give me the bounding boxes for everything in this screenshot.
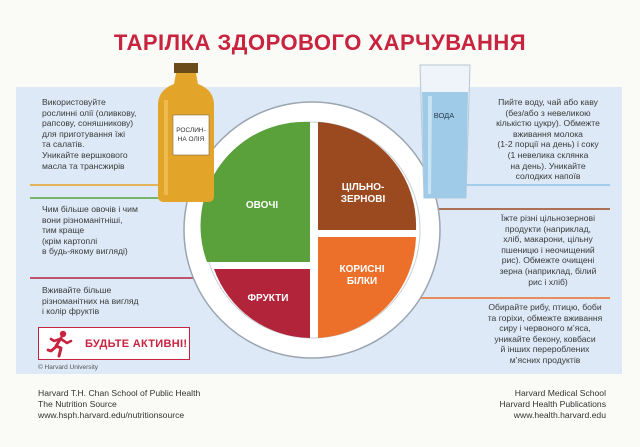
text-line: Чим більше овочів і чим [42, 204, 138, 214]
text-fruits: Вживайте більше різноманітних на вигляд … [42, 285, 202, 317]
text-line: (1 невелика склянка [507, 149, 589, 160]
plate-section-protein [318, 237, 416, 338]
text-line: вони різноманітніші, [42, 214, 123, 225]
text-line: Їжте різні цільнозернові [501, 213, 595, 223]
footer-left: Harvard T.H. Chan School of Public Healt… [38, 388, 200, 420]
text-vegetables: Чим більше овочів і чим вони різноманітн… [42, 204, 202, 257]
text-line: Уникайте вершкового [42, 149, 128, 160]
text-line: вживання молока [513, 128, 583, 139]
text-line: Вживайте більше [42, 285, 112, 295]
text-water: Пийте воду, чай або каву (без/або з неве… [478, 97, 618, 182]
text-line: кількістю цукру). Обмежте [496, 118, 600, 129]
text-line: рис). Обмежте очищені [501, 255, 595, 266]
label-vegetables: ОВОЧІ [246, 200, 279, 211]
text-line: й інших перероблених [500, 344, 590, 355]
text-line: зерна (наприклад, білий [499, 265, 597, 276]
footer-right: Harvard Medical School Harvard Health Pu… [456, 388, 606, 420]
label-grains-1: ЦІЛЬНО- [342, 182, 385, 193]
text-line: (1-2 порції на день) і соку [497, 139, 599, 150]
footer-link[interactable]: www.health.harvard.edu [513, 409, 606, 420]
text-line: Пийте воду, чай або каву [498, 97, 598, 107]
label-fruits: ФРУКТИ [248, 293, 289, 304]
text-line: для приготування їжі [42, 128, 125, 139]
text-line: хліб, макарони, цільну [503, 234, 593, 245]
footer-line: The Nutrition Source [38, 398, 117, 409]
text-line: (крім картоплі [42, 235, 98, 246]
be-active-box: БУДЬТЕ АКТИВНІ! [38, 327, 190, 360]
text-line: різноманітних на вигляд [42, 295, 139, 306]
text-line: уникайте бекону, ковбаси [494, 333, 596, 344]
text-line: масла та трансжирів [42, 160, 125, 171]
footer-line: Harvard T.H. Chan School of Public Healt… [38, 388, 201, 398]
oil-bottle-icon: РОСЛИН- НА ОЛІЯ [158, 63, 214, 202]
water-label: ВОДА [434, 111, 455, 120]
text-grains: Їжте різні цільнозернові продукти (напри… [478, 213, 618, 287]
text-line: в будь-якому вигляді) [42, 246, 128, 257]
label-protein-2: БІЛКИ [347, 276, 377, 287]
text-line: солодких напоїв [515, 171, 581, 182]
text-line: продукти (наприклад, [505, 223, 591, 234]
text-line: на день). Уникайте [510, 160, 586, 171]
text-line: та горіхи, обмежте вживання [487, 312, 603, 323]
oil-label-1: РОСЛИН- [176, 127, 206, 134]
running-person-icon [46, 330, 73, 358]
text-line: Використовуйте [42, 97, 106, 107]
page-title: ТАРІЛКА ЗДОРОВОГО ХАРЧУВАННЯ [113, 30, 527, 55]
plate-section-vegetables [200, 121, 310, 263]
footer-line: Harvard Medical School [514, 388, 606, 398]
text-line: (без/або з невеликою [505, 107, 591, 118]
text-line: рапсову, соняшникову) [42, 118, 134, 129]
text-line: та салатів. [42, 139, 85, 150]
text-protein: Обирайте рибу, птицю, боби та горіхи, об… [470, 302, 620, 366]
water-glass-icon: ВОДА [419, 64, 471, 199]
text-line: рослинні олії (оливкову, [42, 107, 137, 118]
label-grains-2: ЗЕРНОВІ [341, 194, 386, 205]
be-active-label: БУДЬТЕ АКТИВНІ! [85, 338, 188, 350]
label-protein-1: КОРИСНІ [340, 264, 385, 275]
footer-link[interactable]: www.hsph.harvard.edu/nutritionsource [38, 409, 185, 420]
text-line: м’ясних продуктів [509, 354, 581, 365]
copyright: © Harvard University [38, 364, 99, 371]
plate-section-grains [318, 122, 417, 230]
plate-section-fruits [214, 269, 310, 338]
oil-label-2: НА ОЛІЯ [178, 136, 205, 143]
footer-line: Harvard Health Publications [499, 398, 606, 409]
text-line: рис і хліб) [528, 276, 568, 287]
text-line: пшеницю і неочищений [501, 244, 595, 255]
text-oil: Використовуйте рослинні олії (оливкову, … [42, 97, 192, 171]
text-line: і колір фруктів [42, 306, 100, 317]
text-line: Обирайте рибу, птицю, боби [488, 302, 602, 312]
text-line: сиру і червоного м’яса, [499, 323, 591, 334]
text-line: тим краще [42, 225, 85, 236]
